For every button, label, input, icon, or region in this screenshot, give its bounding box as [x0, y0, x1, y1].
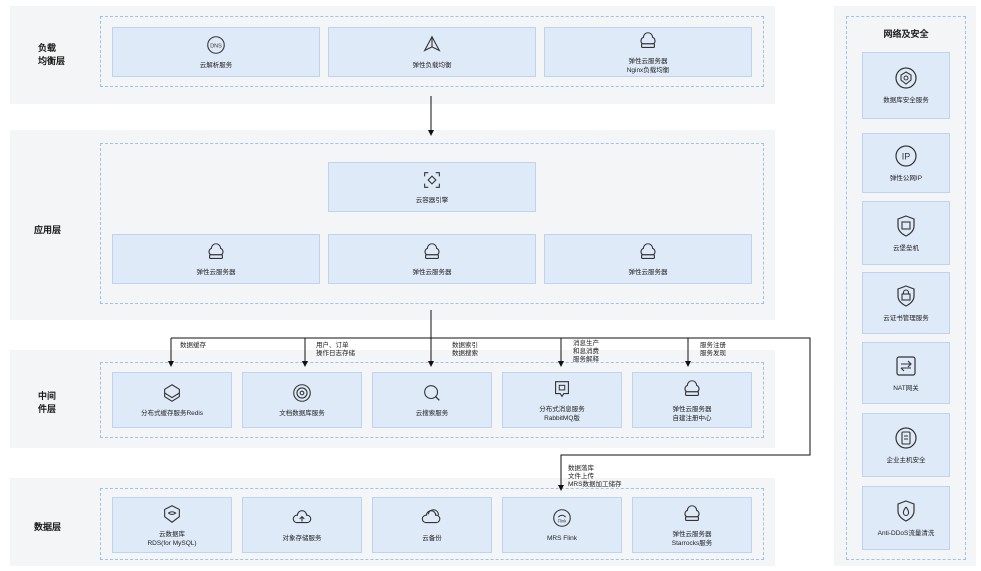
- application-layer-band: [10, 130, 775, 320]
- nat-gateway-card[interactable]: NAT网关: [862, 342, 950, 404]
- svg-text:Flink: Flink: [558, 519, 568, 524]
- hss-card[interactable]: 企业主机安全: [862, 413, 950, 477]
- edge-label-registry: 服务注册 服务发现: [700, 342, 726, 357]
- edge-label-docdb: 用户、订单 操作日志存储: [316, 342, 355, 357]
- card-label: MRS Flink: [547, 535, 577, 542]
- card-label: 弹性云服务器: [196, 269, 236, 276]
- database-icon: [161, 503, 183, 525]
- anti-ddos-icon: [894, 499, 918, 523]
- edge-label-mq: 消息生产 和息消费 服务解释: [573, 340, 599, 363]
- ip-icon: IP: [894, 144, 918, 168]
- nat-gateway-icon: [894, 354, 918, 378]
- layer-label-application: 应用层: [34, 225, 62, 235]
- svg-text:IP: IP: [902, 151, 911, 161]
- host-security-icon: [894, 426, 918, 450]
- cloud-server-icon: [681, 378, 703, 400]
- load-balancer-icon: [421, 34, 443, 56]
- dns-icon: DNS: [205, 34, 227, 56]
- document-db-icon: [291, 382, 313, 404]
- db-security-icon: [894, 66, 918, 90]
- cache-icon: [161, 382, 183, 404]
- card-label: 分布式消息服务 RabbitMQ版: [539, 405, 585, 422]
- card-label: 云证书管理服务: [883, 314, 929, 322]
- cbr-card[interactable]: 云备份: [372, 497, 492, 553]
- card-label: 弹性负载均衡: [412, 62, 452, 69]
- cce-card[interactable]: 云容器引擎: [328, 162, 536, 212]
- elb-card[interactable]: 弹性负载均衡: [328, 27, 536, 77]
- card-label: 对象存储服务: [282, 535, 322, 542]
- nginx-ecs-card[interactable]: 弹性云服务器 Nginx负载均衡: [544, 27, 752, 77]
- css-search-card[interactable]: 云搜索服务: [372, 372, 492, 428]
- card-label: 云备份: [422, 535, 442, 542]
- document-db-card[interactable]: 文档数据库服务: [242, 372, 362, 428]
- backup-icon: [421, 507, 443, 529]
- redis-card[interactable]: 分布式缓存服务Redis: [112, 372, 232, 428]
- ccm-card[interactable]: 云证书管理服务: [862, 272, 950, 334]
- card-label: 弹性云服务器 Starrocks服务: [671, 530, 713, 547]
- svg-text:DNS: DNS: [210, 43, 222, 49]
- anti-ddos-card[interactable]: Anti-DDoS流量清洗: [862, 486, 950, 550]
- message-queue-icon: [551, 378, 573, 400]
- card-label: 数据库安全服务: [883, 97, 929, 104]
- mrs-flink-card[interactable]: Flink MRS Flink: [502, 497, 622, 553]
- rds-card[interactable]: 云数据库 RDS(for MySQL): [112, 497, 232, 553]
- flink-icon: Flink: [551, 507, 573, 529]
- card-label: 弹性云服务器 自建注册中心: [672, 405, 712, 422]
- eip-card[interactable]: IP 弹性公网IP: [862, 133, 950, 193]
- container-engine-icon: [421, 169, 443, 191]
- cloud-server-icon: [421, 241, 443, 263]
- card-label: 云搜索服务: [415, 410, 449, 417]
- card-label: 云堡垒机: [893, 244, 919, 252]
- layer-label-middleware: 中间 件层: [38, 391, 57, 414]
- edge-label-cache: 数据缓存: [180, 342, 206, 349]
- edge-label-search: 数据索引 数据搜索: [452, 342, 478, 357]
- cloud-server-icon: [205, 241, 227, 263]
- application-group: [100, 143, 764, 304]
- certificate-icon: [894, 284, 918, 308]
- object-storage-icon: [291, 507, 313, 529]
- ecs-card-2[interactable]: 弹性云服务器: [328, 234, 536, 284]
- layer-label-load-balance: 负载 均衡层: [38, 43, 66, 66]
- card-label: 分布式缓存服务Redis: [140, 410, 204, 417]
- load-balance-group: [100, 16, 764, 87]
- edge-label-mrs: 数据落库 文件上传 MRS数据加工储存: [568, 465, 622, 488]
- card-label: 弹性公网IP: [889, 174, 923, 182]
- security-title: 网络及安全: [883, 29, 929, 39]
- db-security-card[interactable]: 数据库安全服务: [862, 52, 950, 119]
- search-icon: [421, 382, 443, 404]
- card-label: 弹性云服务器 Nginx负载均衡: [626, 57, 670, 74]
- card-label: 云容器引擎: [415, 197, 449, 204]
- rabbitmq-card[interactable]: 分布式消息服务 RabbitMQ版: [502, 372, 622, 428]
- obs-card[interactable]: 对象存储服务: [242, 497, 362, 553]
- card-label: 文档数据库服务: [279, 410, 325, 417]
- card-label: 弹性云服务器: [412, 269, 452, 276]
- card-label: 云数据库 RDS(for MySQL): [147, 530, 197, 547]
- card-label: Anti-DDoS流量清洗: [877, 529, 935, 537]
- ecs-card-1[interactable]: 弹性云服务器: [112, 234, 320, 284]
- ecs-card-3[interactable]: 弹性云服务器: [544, 234, 752, 284]
- layer-label-data: 数据层: [34, 522, 62, 532]
- dns-service-card[interactable]: DNS 云解析服务: [112, 27, 320, 77]
- cloud-server-icon: [681, 503, 703, 525]
- card-label: 弹性云服务器: [628, 269, 668, 276]
- card-label: 企业主机安全: [886, 456, 926, 464]
- starrocks-ecs-card[interactable]: 弹性云服务器 Starrocks服务: [632, 497, 752, 553]
- cloud-server-icon: [637, 241, 659, 263]
- bastion-card[interactable]: 云堡垒机: [862, 201, 950, 265]
- bastion-icon: [894, 214, 918, 238]
- cloud-server-icon: [637, 30, 659, 52]
- card-label: 云解析服务: [199, 62, 233, 69]
- registry-ecs-card[interactable]: 弹性云服务器 自建注册中心: [632, 372, 752, 428]
- card-label: NAT网关: [893, 384, 919, 392]
- security-group: [846, 16, 966, 560]
- data-group: [100, 488, 764, 560]
